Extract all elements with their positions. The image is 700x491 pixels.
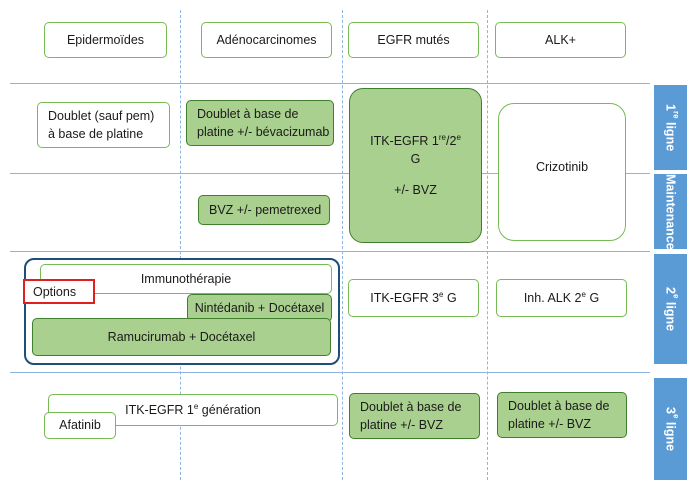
column-separator-2: [342, 10, 343, 480]
row-separator-2: [10, 173, 650, 174]
side-label-maintenance: Maintenance: [654, 174, 687, 249]
header-egfr: EGFR mutés: [348, 22, 479, 58]
column-separator-1: [180, 10, 181, 480]
egfr-first-line: ITK-EGFR 1re/2e G +/- BVZ: [349, 88, 482, 243]
header-epidermoid: Epidermoïdes: [44, 22, 167, 58]
options-label: Options: [23, 279, 95, 304]
header-alk: ALK+: [495, 22, 626, 58]
itk-egfr-first-gen-box: ITK-EGFR 1e génération: [48, 394, 338, 426]
row-separator-4: [10, 372, 650, 373]
egfr-third-line: Doublet à base de platine +/- BVZ: [349, 393, 480, 439]
ramucirumab-docetaxel-box: Ramucirumab + Docétaxel: [32, 318, 331, 356]
alk-third-line: Doublet à base de platine +/- BVZ: [497, 392, 627, 438]
column-separator-3: [487, 10, 488, 480]
header-adeno: Adénocarcinomes: [201, 22, 332, 58]
side-label-third-line: 3e ligne: [654, 378, 687, 480]
row-separator-1: [10, 83, 650, 84]
adeno-maintenance: BVZ +/- pemetrexed: [198, 195, 330, 225]
alk-first-line: Crizotinib: [498, 103, 626, 241]
afatinib-box: Afatinib: [44, 412, 116, 439]
nintedanib-docetaxel-box: Nintédanib + Docétaxel: [187, 294, 332, 322]
epidermoid-first-line: Doublet (sauf pem) à base de platine: [37, 102, 170, 148]
side-label-first-line: 1re ligne: [654, 85, 687, 170]
adeno-first-line: Doublet à base de platine +/- bévacizuma…: [186, 100, 334, 146]
alk-second-line: Inh. ALK 2e G: [496, 279, 627, 317]
row-separator-3: [10, 251, 650, 252]
egfr-second-line: ITK-EGFR 3e G: [348, 279, 479, 317]
side-label-second-line: 2e ligne: [654, 254, 687, 364]
